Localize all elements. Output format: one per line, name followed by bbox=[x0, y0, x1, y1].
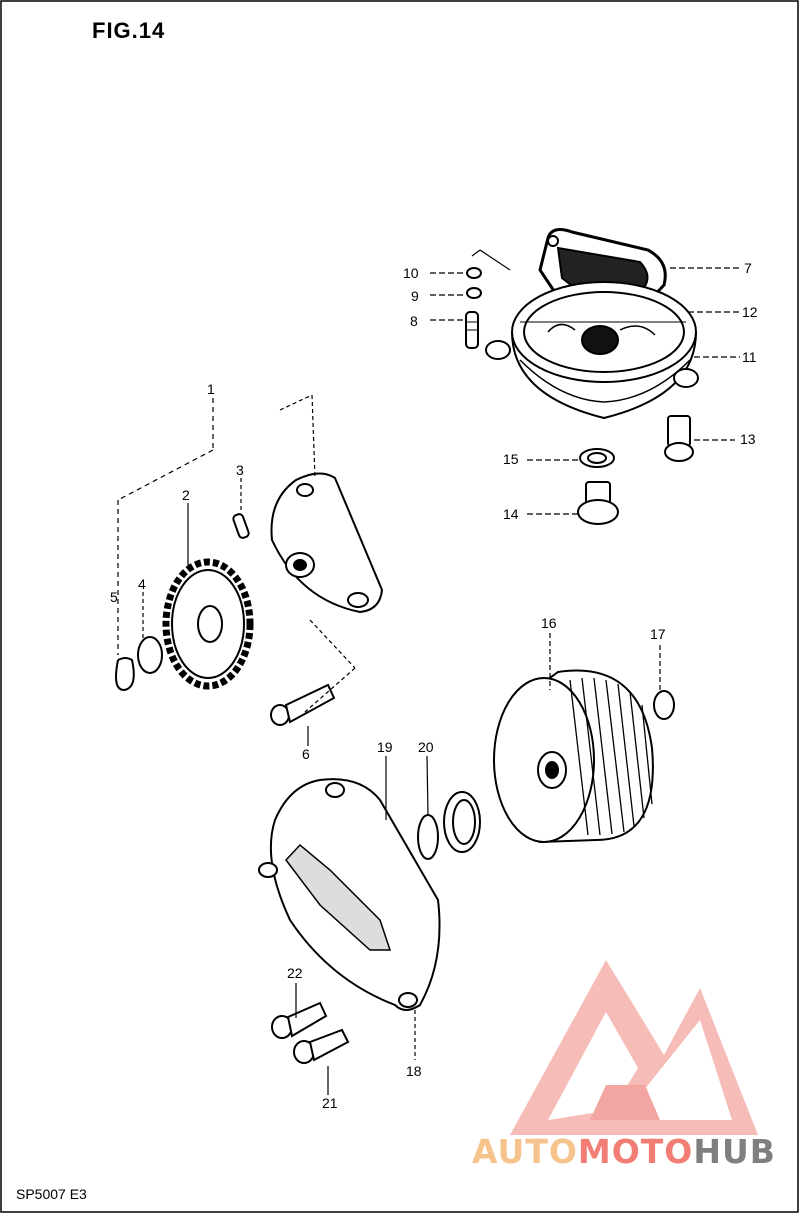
oil-filter-cover bbox=[258, 778, 441, 1011]
oil-filter-housing bbox=[485, 228, 699, 420]
callout-19: 19 bbox=[377, 739, 393, 755]
callout-16: 16 bbox=[541, 615, 557, 631]
filter-o-ring bbox=[653, 690, 675, 720]
callout-7: 7 bbox=[744, 260, 752, 276]
circlip bbox=[115, 657, 135, 692]
callout-9: 9 bbox=[411, 288, 419, 304]
figure-title: FIG.14 bbox=[92, 18, 166, 43]
callout-3: 3 bbox=[236, 462, 244, 478]
pump-drive-gear bbox=[162, 558, 254, 690]
figure-code: SP5007 E3 bbox=[16, 1186, 87, 1202]
callout-18: 18 bbox=[406, 1063, 422, 1079]
bolt-washer-set bbox=[465, 267, 482, 349]
pump-screw bbox=[270, 683, 336, 726]
callout-12: 12 bbox=[742, 304, 758, 320]
callout-5: 5 bbox=[110, 589, 118, 605]
watermark-hub: HUB bbox=[693, 1132, 776, 1171]
watermark-moto: MOTO bbox=[577, 1132, 694, 1171]
callout-14: 14 bbox=[503, 506, 519, 522]
callout-6: 6 bbox=[302, 746, 310, 762]
cover-screws bbox=[271, 1001, 350, 1064]
oil-filter-element bbox=[493, 669, 654, 844]
watermark: AUTOMOTOHUB bbox=[472, 1132, 776, 1171]
automotohub-logo-icon bbox=[510, 960, 758, 1135]
callout-21: 21 bbox=[322, 1095, 338, 1111]
watermark-auto: AUTO bbox=[472, 1132, 578, 1171]
callout-2: 2 bbox=[182, 487, 190, 503]
callout-22: 22 bbox=[287, 965, 303, 981]
callout-10: 10 bbox=[403, 265, 419, 281]
callout-15: 15 bbox=[503, 451, 519, 467]
drain-plug-set bbox=[577, 415, 694, 525]
callout-4: 4 bbox=[138, 576, 146, 592]
callout-13: 13 bbox=[740, 431, 756, 447]
leader-lines bbox=[117, 249, 740, 1095]
callout-8: 8 bbox=[410, 313, 418, 329]
filter-spring bbox=[417, 791, 481, 860]
dowel-pin bbox=[232, 513, 250, 539]
callout-1: 1 bbox=[207, 381, 215, 397]
callout-20: 20 bbox=[418, 739, 434, 755]
callout-11: 11 bbox=[742, 349, 757, 365]
callout-17: 17 bbox=[650, 626, 666, 642]
oil-pump-body bbox=[270, 472, 384, 614]
thrust-washer bbox=[137, 636, 163, 674]
